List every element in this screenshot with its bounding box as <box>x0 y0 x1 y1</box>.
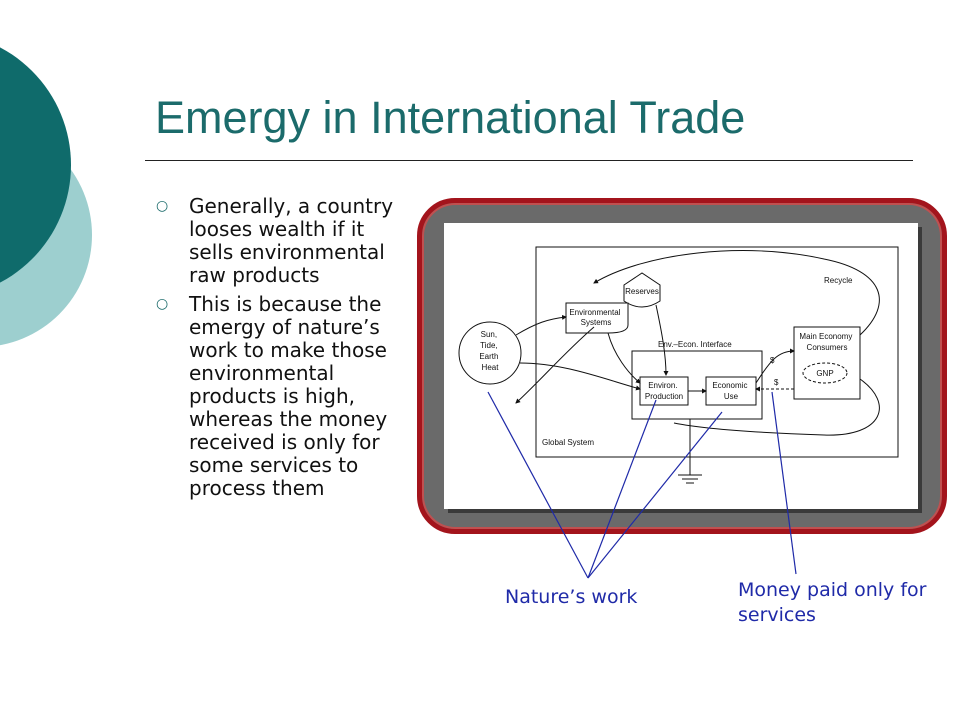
main-economy-label: Main Economy <box>799 332 852 341</box>
bullet-list: ○ Generally, a country looses wealth if i… <box>155 195 405 506</box>
sources-label: Heat <box>482 363 500 372</box>
use-to-economy-flow <box>755 348 795 384</box>
systems-to-production-flow <box>607 332 641 384</box>
env-production-label: Environ. <box>648 381 677 390</box>
decorative-circles <box>0 47 92 346</box>
env-systems-label: Environmental <box>569 308 620 317</box>
bullet-item: ○ Generally, a country looses wealth if i… <box>155 195 405 287</box>
money-symbol: $ <box>770 356 775 365</box>
recycle-label: Recycle <box>824 276 853 285</box>
global-system-box <box>535 246 899 458</box>
natures-work-pointer <box>487 391 589 579</box>
sun-to-systems-flow <box>515 314 567 336</box>
money-paid-label: Money paid only for services <box>738 579 927 626</box>
export-flow <box>515 326 595 404</box>
interface-label: Env.–Econ. Interface <box>658 340 732 349</box>
reserves-tank <box>623 272 661 308</box>
title-divider <box>145 160 913 161</box>
gnp-label: GNP <box>816 369 833 378</box>
bullet-marker-icon: ○ <box>156 296 169 312</box>
economic-use-label: Use <box>724 392 739 401</box>
reserves-label: Reserves <box>625 287 659 296</box>
natures-work-pointer <box>587 399 657 579</box>
money-pointer <box>771 391 797 575</box>
svg-text:Economic Use: Economic Use <box>712 381 749 401</box>
economic-use-label: Economic <box>712 381 747 390</box>
svg-text:Environmental Systems: Environmental Systems <box>569 308 622 327</box>
emergy-diagram: Recycle Sun, Tide, Earth Heat Reserves E… <box>444 223 918 509</box>
reserves-to-production-flow <box>655 304 669 376</box>
money-symbol: $ <box>774 378 779 387</box>
natures-work-pointer <box>587 411 723 579</box>
sources-label: Sun, <box>481 330 497 339</box>
gnp-loop <box>802 362 848 384</box>
natures-work-label: Nature’s work <box>505 586 638 608</box>
svg-text:Sun, Tide, Ear: Sun, Tide, Earth Heat <box>479 330 500 372</box>
diagram-frame: Recycle Sun, Tide, Earth Heat Reserves E… <box>417 198 947 534</box>
global-system-label: Global System <box>542 438 594 447</box>
env-production-label: Production <box>645 392 683 401</box>
bullet-item: ○ This is because the emergy of nature’s … <box>155 293 405 500</box>
dark-teal-circle <box>0 47 71 283</box>
slide-title: Emergy in International Trade <box>155 92 746 143</box>
sun-to-production-flow <box>519 362 641 391</box>
bullet-text: This is because the emergy of nature’s w… <box>189 292 388 500</box>
main-economy-box <box>793 326 861 400</box>
svg-text:Main Economy Consumers: Main Economy Consumers <box>799 332 854 352</box>
emergy-diagram-svg: Recycle Sun, Tide, Earth Heat Reserves E… <box>458 246 899 484</box>
heat-sink-ground <box>678 474 702 484</box>
sources-label: Tide, <box>480 341 498 350</box>
economy-feedback-flow <box>673 378 880 436</box>
main-economy-label: Consumers <box>807 343 848 352</box>
env-systems-label: Systems <box>581 318 612 327</box>
bullet-marker-icon: ○ <box>156 198 169 214</box>
bullet-text: Generally, a country looses wealth if it… <box>189 194 394 287</box>
recycle-flow <box>593 250 880 336</box>
sources-label: Earth <box>479 352 498 361</box>
svg-text:Environ. Production: Environ. Production <box>645 381 683 401</box>
interface-box <box>631 350 763 420</box>
sources-circle <box>458 321 522 385</box>
